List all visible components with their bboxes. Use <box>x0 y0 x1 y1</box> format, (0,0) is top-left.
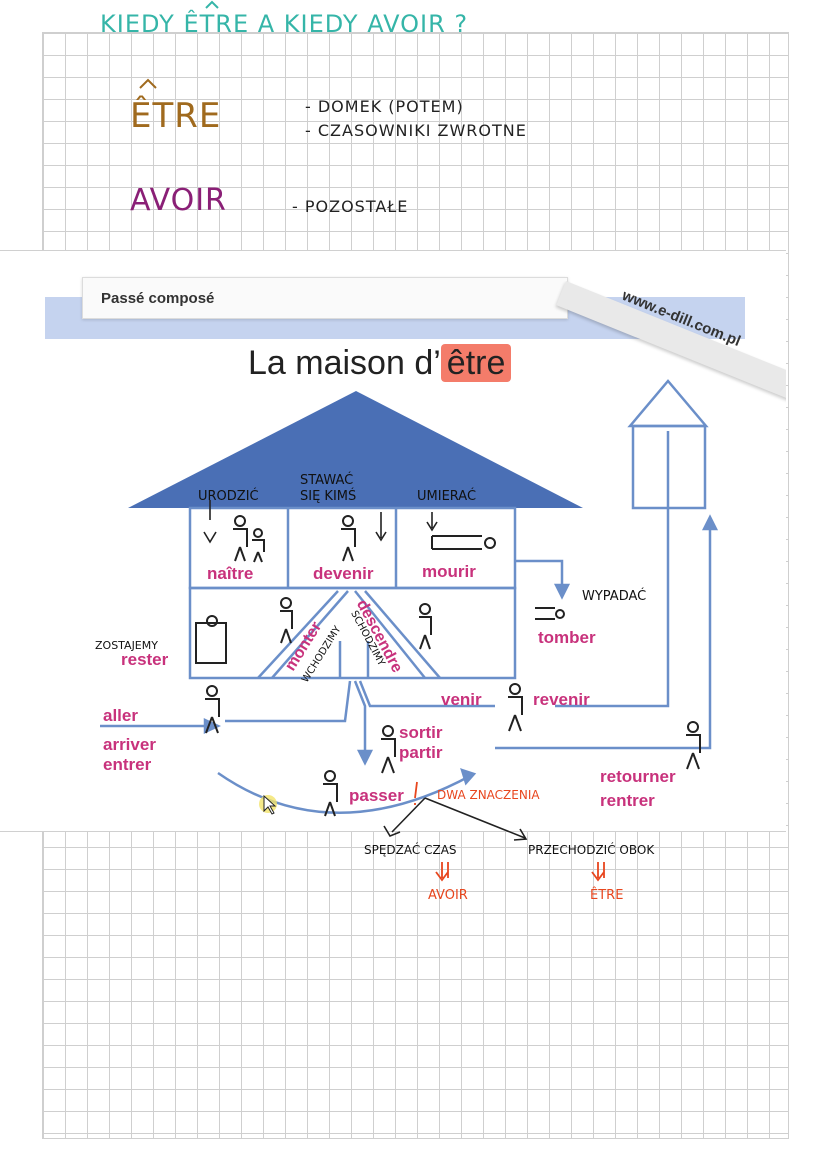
verb-mourir: mourir <box>422 562 476 581</box>
slide-tab-label: Passé composé <box>82 277 568 319</box>
avoir-note-rest: - POZOSTAŁE <box>292 197 409 216</box>
verb-arriver: arriver <box>103 735 156 754</box>
etre-note-house: - DOMEK (POTEM) <box>305 97 464 116</box>
anno-spedzac-czas: SPĘDZAĆ CZAS <box>364 843 457 857</box>
arrow-sortir <box>353 680 367 761</box>
house-roof <box>128 391 583 508</box>
verb-rentrer: rentrer <box>600 791 655 810</box>
circumflex-mark <box>205 0 219 9</box>
mouse-cursor-icon <box>263 794 277 815</box>
arrow-venir <box>358 680 495 708</box>
verb-tomber: tomber <box>538 628 596 647</box>
slide-title: La maison d’être <box>248 344 512 383</box>
etre-heading: ÊTRE <box>130 96 222 136</box>
verb-venir: venir <box>441 690 482 709</box>
anno-urodzic: URODZIĆ <box>198 489 259 504</box>
anno-avoir: AVOIR <box>428 888 468 903</box>
verb-aller: aller <box>103 706 138 725</box>
anno-dwa-znaczenia: DWA ZNACZENIA <box>437 788 540 802</box>
anno-sie-kims: SIĘ KIMŚ <box>300 489 357 504</box>
anno-zostajemy: ZOSTAJEMY <box>95 639 158 652</box>
verb-passer: passer <box>349 786 404 805</box>
house-diagram <box>100 379 719 817</box>
verb-rester: rester <box>121 650 169 669</box>
verb-entrer: entrer <box>103 755 152 774</box>
arrow-retourner <box>495 521 712 750</box>
verb-revenir: revenir <box>533 690 590 709</box>
arrow-revenir <box>555 431 670 708</box>
verb-retourner: retourner <box>600 767 676 786</box>
verb-devenir: devenir <box>313 564 374 583</box>
anno-etre: ÊTRE <box>590 888 624 903</box>
anno-wypadac: WYPADAĆ <box>582 589 647 604</box>
embedded-slide: Passé composé www.e-dill.com.pl La maiso… <box>0 250 786 832</box>
arrow-passer <box>217 771 471 814</box>
house-lower-floor <box>188 586 517 680</box>
verb-partir: partir <box>399 743 443 762</box>
verb-sortir: sortir <box>399 723 443 742</box>
avoir-heading: AVOIR <box>130 183 227 218</box>
stick-figures <box>195 515 701 817</box>
etre-note-reflexive: - CZASOWNIKI ZWROTNE <box>305 121 527 140</box>
arrow-tomber <box>515 559 564 593</box>
verb-naitre: naître <box>207 564 254 583</box>
slide-title-prefix: La maison d’ <box>248 344 441 382</box>
anno-stawac: STAWAĆ <box>300 473 354 488</box>
anno-umierac: UMIERAĆ <box>417 489 477 504</box>
anno-przechodzic-obok: PRZECHODZIĆ OBOK <box>528 843 655 857</box>
slide-title-highlight: être <box>440 344 512 382</box>
page-title: KIEDY ÊTRE A KIEDY AVOIR ? <box>100 10 469 38</box>
arrow-into-house <box>225 680 352 723</box>
